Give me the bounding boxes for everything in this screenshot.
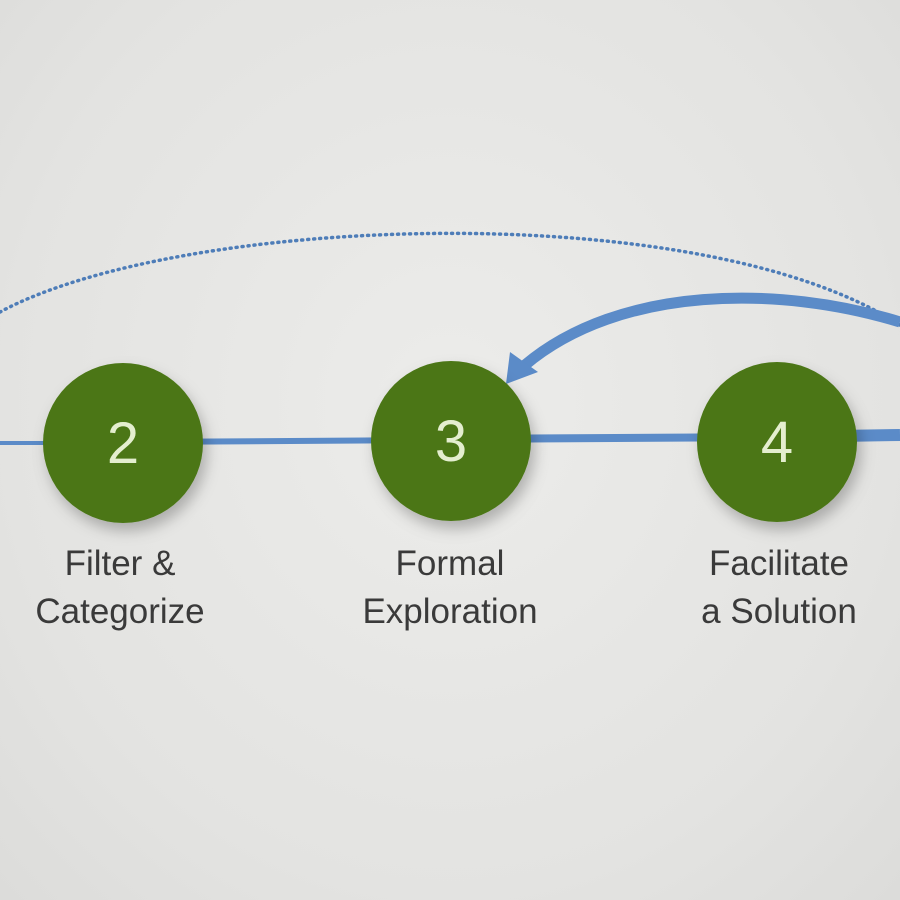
step-node-4 [697,362,857,522]
arrowhead-icon [506,352,538,384]
step-number-4: 4 [760,410,794,475]
step-label-line2: Exploration [362,592,538,631]
step-label-line2: a Solution [701,592,857,631]
step-node-3 [371,361,531,521]
dotted-loop-arc [0,231,900,327]
step-label-line1: Formal [395,544,505,583]
step-label-line2: Categorize [35,592,205,631]
step-number-3: 3 [434,409,468,474]
step-label-line1: Filter & [64,544,176,583]
step-label-4: Facilitate a Solution [649,540,900,636]
step-number-2: 2 [106,411,140,476]
step-label-3: Formal Exploration [320,540,580,636]
step-label-line1: Facilitate [708,544,850,583]
feedback-arrow-arc [521,292,900,370]
step-node-2 [43,363,203,523]
step-label-2: Filter & Categorize [0,540,250,636]
